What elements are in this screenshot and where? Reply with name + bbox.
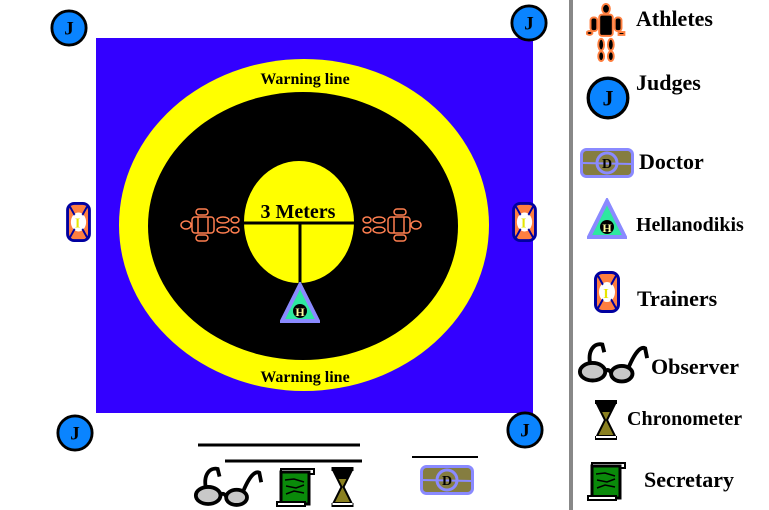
doctor-icon <box>420 465 474 495</box>
chronometer-hourglass-icon <box>330 466 355 508</box>
judge-bottom-left-icon <box>56 414 94 452</box>
legend-label-chronometer: Chronometer <box>627 408 743 430</box>
trainer-icon <box>594 271 620 313</box>
legend-label-secretary: Secretary <box>644 467 734 492</box>
athlete-icon <box>586 3 626 63</box>
trainer-left-icon <box>66 202 91 242</box>
secretary-scroll-icon <box>276 467 316 508</box>
legend-label-athletes: Athletes <box>636 6 713 31</box>
arena-diagram: Warning line Warning line 3 Meters <box>50 4 548 508</box>
hellanodikis-icon <box>587 198 627 240</box>
scroll-icon <box>586 461 627 502</box>
observer-glasses-icon <box>193 466 264 507</box>
legend-label-doctor: Doctor <box>639 149 704 174</box>
hourglass-icon <box>594 398 618 442</box>
glasses-icon <box>577 342 650 384</box>
legend-divider <box>569 0 573 510</box>
legend-label-hellanodikis: Hellanodikis <box>636 214 744 236</box>
judge-icon <box>586 76 630 120</box>
legend-label-judges: Judges <box>636 70 701 95</box>
doctor-icon <box>580 147 634 179</box>
legend-label-trainers: Trainers <box>637 286 718 311</box>
trainer-right-icon <box>512 202 537 242</box>
judge-bottom-right-icon <box>506 411 544 449</box>
warning-line-bottom-label: Warning line <box>260 369 349 386</box>
judge-top-right-icon <box>510 4 548 42</box>
center-distance-label: 3 Meters <box>261 201 336 223</box>
judge-top-left-icon <box>50 9 88 47</box>
legend-label-observer: Observer <box>651 354 739 379</box>
warning-line-top-label: Warning line <box>260 71 349 88</box>
